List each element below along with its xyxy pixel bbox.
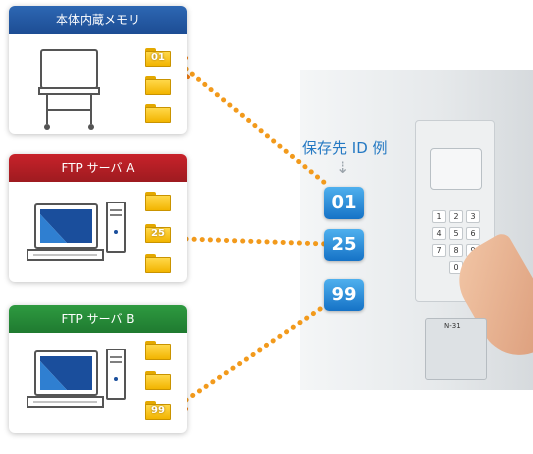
key-3: 3: [466, 210, 480, 223]
dotted-line-99: [183, 302, 329, 403]
folder-id-label: 25: [151, 228, 165, 239]
id-box-25: 25: [324, 229, 364, 261]
id-box-99: 99: [324, 279, 364, 311]
key-5: 5: [449, 227, 463, 240]
key-7: 7: [432, 244, 446, 257]
device-photo: 1 2 3 4 5 6 7 8 9 0 N-31: [300, 70, 533, 390]
key-2: 2: [449, 210, 463, 223]
folder-icon: [145, 104, 171, 123]
panel-internal-memory: 本体内蔵メモリ 01: [9, 6, 187, 134]
key-4: 4: [432, 227, 446, 240]
id-example-title: 保存先 ID 例: [302, 139, 388, 157]
folder-id-label: 99: [151, 405, 165, 416]
card-reader: [430, 148, 482, 190]
computer-icon: [27, 349, 126, 408]
panel-title: FTP サーバ B: [9, 305, 187, 333]
down-arrow-icon: ⇣: [336, 158, 350, 177]
panel-title: FTP サーバ A: [9, 154, 187, 182]
key-1: 1: [432, 210, 446, 223]
folder-id-label: 01: [151, 52, 165, 63]
panel-ftp-server-a: FTP サーバ A 25: [9, 154, 187, 282]
folder-icon: [145, 254, 171, 273]
folder-icon: 25: [145, 224, 171, 243]
dotted-line-25: [183, 236, 329, 247]
panel-title: 本体内蔵メモリ: [9, 6, 187, 34]
folder-icon: 99: [145, 401, 171, 420]
folder-icon: [145, 341, 171, 360]
folder-icon: [145, 192, 171, 211]
panel-ftp-server-b: FTP サーバ B 99: [9, 305, 187, 433]
whiteboard-icon: [38, 49, 100, 130]
keypad: 1 2 3 4 5 6 7 8 9 0: [432, 210, 482, 280]
folder-icon: [145, 371, 171, 390]
lower-unit: N-31: [425, 318, 487, 380]
unit-label: N-31: [444, 322, 461, 330]
folder-icon: [145, 76, 171, 95]
key-8: 8: [449, 244, 463, 257]
folder-icon: 01: [145, 48, 171, 67]
key-6: 6: [466, 227, 480, 240]
computer-icon: [27, 202, 126, 261]
dotted-line-01: [183, 66, 329, 187]
id-box-01: 01: [324, 187, 364, 219]
